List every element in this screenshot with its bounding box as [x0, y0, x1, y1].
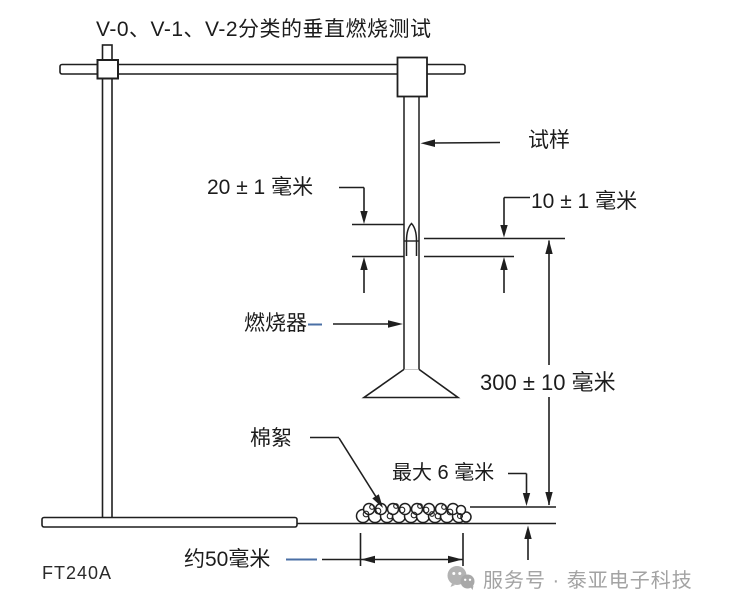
diagram-title: V-0、V-1、V-2分类的垂直燃烧测试: [96, 18, 432, 41]
wechat-icon: [446, 565, 476, 591]
burner-flame: [405, 222, 418, 256]
lab-stand: [41, 44, 466, 528]
dim-max6-label: 最大 6 毫米: [392, 462, 495, 484]
dim-10mm-lines: [424, 196, 565, 293]
model-number-label: FT240A: [42, 563, 113, 583]
dim-10mm-label: 10 ± 1 毫米: [531, 190, 638, 213]
cotton-pad: [355, 502, 472, 524]
specimen-strip: [403, 89, 420, 371]
dim-50mm-lines: [286, 533, 464, 566]
stand-pole: [101, 44, 113, 519]
specimen-leader-arrow: [420, 139, 501, 147]
cotton-leader-arrow: [310, 436, 383, 508]
burner-flare: [361, 368, 461, 399]
watermark: 服务号 · 泰亚电子科技: [446, 564, 693, 592]
specimen-clamp: [396, 56, 428, 98]
specimen-label: 试样: [528, 129, 570, 152]
dim-20mm-label: 20 ± 1 毫米: [207, 176, 314, 199]
stand-left-clamp: [96, 59, 119, 80]
dim-max6-lines: [470, 472, 556, 560]
dim-50mm-label: 约50毫米: [184, 548, 271, 571]
dim-300mm-label: 300 ± 10 毫米: [477, 365, 619, 397]
burner-leader-arrow: [308, 320, 403, 328]
stand-base: [41, 516, 298, 528]
watermark-text: 服务号 · 泰亚电子科技: [483, 569, 693, 592]
dim-20mm-lines: [339, 186, 404, 293]
burner-label: 燃烧器: [244, 312, 307, 335]
stand-crossbar: [59, 63, 466, 75]
specimen-and-burner: [361, 56, 461, 399]
cotton-label: 棉絮: [250, 427, 292, 450]
